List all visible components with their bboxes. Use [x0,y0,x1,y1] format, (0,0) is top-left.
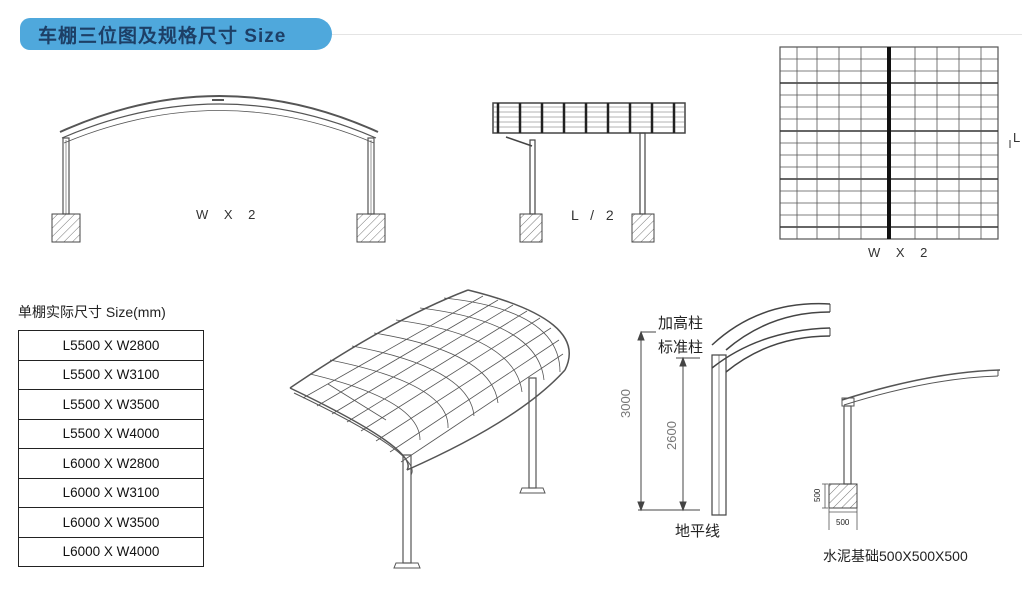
side-view [492,102,686,243]
top-view-side-label: L [1013,130,1021,145]
size-cell: L6000 X W3500 [18,507,204,538]
table-row: L5500 X W4000 [18,418,204,449]
top-view [779,46,1011,240]
size-cell: L5500 X W3100 [18,359,204,390]
raised-column-label: 加高柱 [658,315,704,332]
foundation-height-dimension: 500 [813,488,822,502]
foundation-width-dimension: 500 [836,518,850,527]
size-cell: L5500 X W2800 [18,330,204,361]
table-row: L5500 X W3100 [18,359,204,390]
size-cell: L6000 X W4000 [18,536,204,567]
front-view [51,95,386,243]
size-cell: L6000 X W3100 [18,477,204,508]
size-table: L5500 X W2800 L5500 X W3100 L5500 X W350… [18,330,204,567]
page-title: 车棚三位图及规格尺寸 Size [20,18,332,50]
size-cell: L5500 X W3500 [18,389,204,420]
ground-line-label: 地平线 [675,523,721,540]
table-row: L5500 X W2800 [18,330,204,361]
table-row: L6000 X W3100 [18,477,204,508]
foundation-detail [822,369,1001,530]
size-table-heading: 单棚实际尺寸 Size(mm) [18,304,166,320]
foundation-label: 水泥基础500X500X500 [823,548,968,564]
perspective-view [289,289,570,569]
table-row: L5500 X W3500 [18,389,204,420]
standard-height-dimension: 2600 [664,421,679,450]
side-view-label: L / 2 [571,207,618,223]
table-row: L6000 X W4000 [18,536,204,567]
size-cell: L6000 X W2800 [18,448,204,479]
top-view-label: W X 2 [868,245,934,260]
table-row: L6000 X W3500 [18,507,204,538]
raised-height-dimension: 3000 [618,389,633,418]
size-cell: L5500 X W4000 [18,418,204,449]
column-detail [637,302,831,516]
standard-column-label: 标准柱 [658,339,704,356]
page-title-text: 车棚三位图及规格尺寸 Size [38,25,287,47]
title-underline [332,34,1022,35]
table-row: L6000 X W2800 [18,448,204,479]
front-view-label: W X 2 [196,207,262,222]
